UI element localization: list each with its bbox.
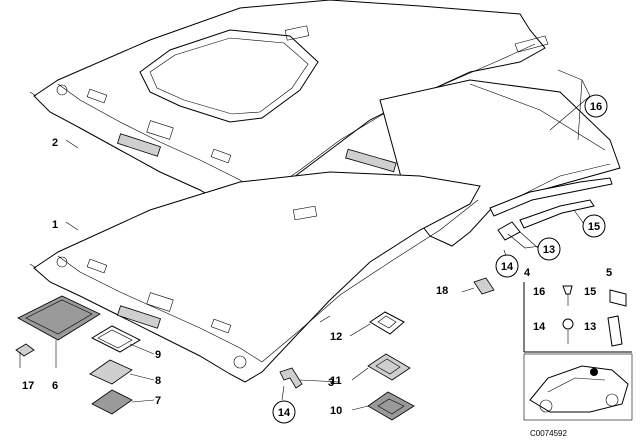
label-part-8: 8: [155, 375, 161, 387]
diagram-code: C0074592: [530, 429, 567, 438]
parts-center-bottom: [367, 311, 415, 421]
headliner-upper: [29, 0, 549, 216]
legend-label-13: 13: [584, 321, 596, 333]
headliner-lower: [29, 171, 481, 383]
label-part-10: 10: [330, 405, 342, 417]
label-part-5: 5: [606, 267, 612, 279]
marker-dot: [590, 368, 598, 376]
label-part-17: 17: [22, 380, 34, 392]
label-part-12: 12: [330, 331, 342, 343]
label-part-1: 1: [52, 219, 58, 231]
label-part-9: 9: [155, 349, 161, 361]
label-part-4: 4: [524, 267, 531, 279]
svg-text:15: 15: [588, 221, 600, 233]
callout-16: 16: [584, 94, 608, 118]
label-part-2: 2: [52, 137, 58, 149]
svg-text:14: 14: [501, 261, 514, 273]
label-part-6: 6: [52, 380, 58, 392]
legend-label-16: 16: [533, 286, 545, 298]
legend-label-15: 15: [584, 286, 596, 298]
svg-text:13: 13: [543, 244, 555, 256]
parts-left-bottom: [15, 295, 142, 415]
callout-15: 15: [582, 214, 606, 238]
callout-13: 13: [537, 237, 561, 261]
label-part-7: 7: [155, 395, 161, 407]
leader-lines: [65, 69, 591, 411]
label-part-11: 11: [330, 375, 342, 387]
label-part-3: 3: [328, 377, 334, 389]
callout-14-upper: 14: [495, 254, 519, 278]
side-rails: [489, 177, 613, 249]
svg-text:14: 14: [278, 407, 291, 419]
label-part-18: 18: [436, 285, 448, 297]
callout-14-lower: 14: [272, 400, 296, 424]
legend-label-14: 14: [533, 321, 546, 333]
car-thumbnail: [523, 353, 633, 421]
svg-text:16: 16: [590, 101, 602, 113]
fastener-legend-box: [523, 282, 632, 353]
